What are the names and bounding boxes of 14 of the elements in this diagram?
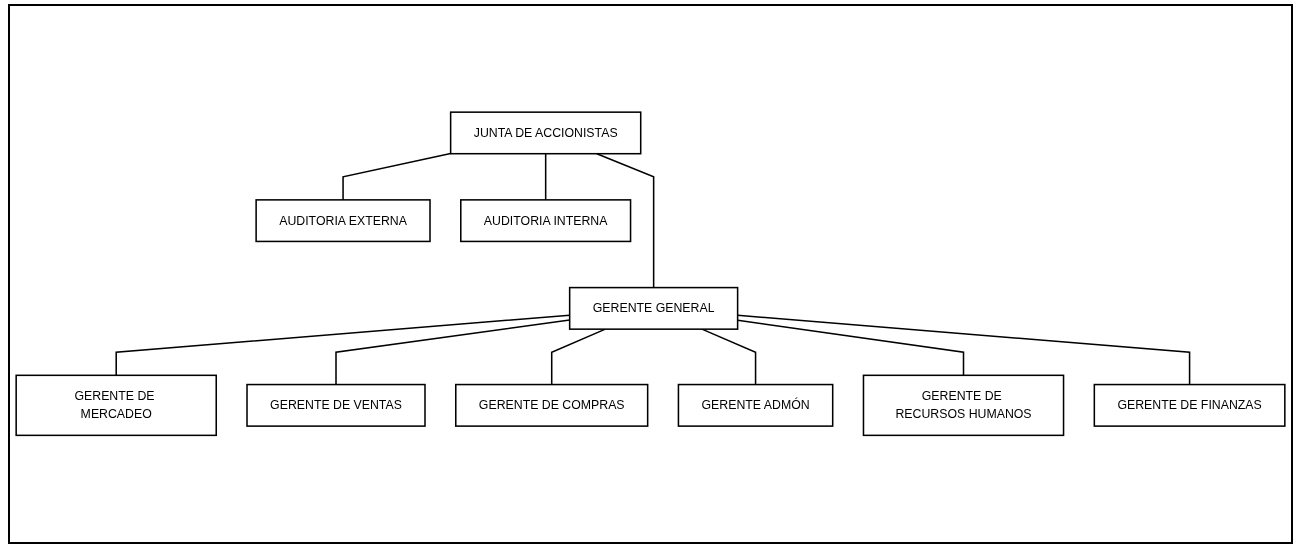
org-box: AUDITORIA INTERNA	[460, 199, 632, 243]
org-box: GERENTE GENERAL	[568, 287, 739, 331]
connector	[342, 153, 452, 201]
connector	[544, 153, 547, 201]
org-box: GERENTE DE RECURSOS HUMANOS	[862, 374, 1065, 437]
connector	[596, 153, 655, 289]
org-box: GERENTE DE COMPRAS	[455, 384, 649, 428]
org-box: JUNTA DE ACCIONISTAS	[449, 111, 642, 155]
org-box: GERENTE DE VENTAS	[246, 384, 426, 428]
org-box: GERENTE ADMÓN	[677, 384, 834, 428]
connector	[701, 328, 757, 386]
org-box: GERENTE DE FINANZAS	[1093, 384, 1286, 428]
org-box: AUDITORIA EXTERNA	[255, 199, 431, 243]
org-box: GERENTE DE MERCADEO	[15, 374, 217, 437]
